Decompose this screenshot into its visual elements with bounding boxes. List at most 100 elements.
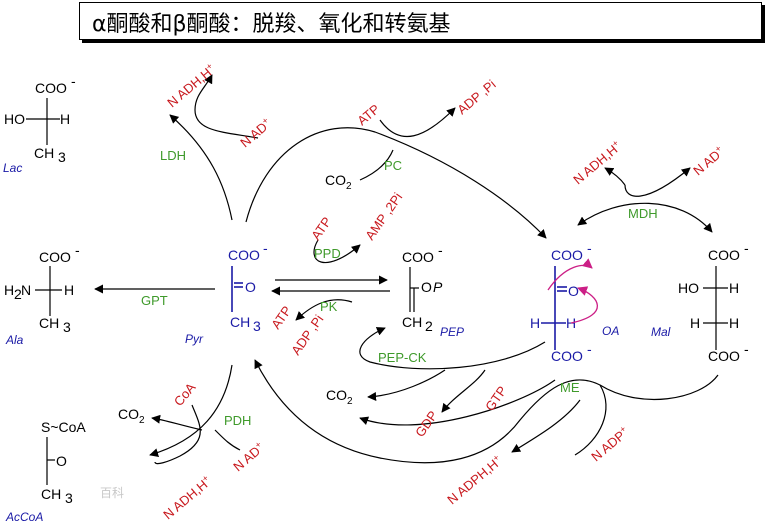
arrow-mdh-to-nadh bbox=[604, 167, 626, 186]
lac-sub: 3 bbox=[58, 149, 66, 165]
alanine-structure: COO - H 2 N H CH 3 Ala bbox=[4, 242, 80, 347]
page-title: α酮酸和β酮酸：脱羧、氧化和转氨基 bbox=[92, 12, 451, 37]
pyr-o: O bbox=[245, 279, 256, 295]
arrow-pepck-gdp bbox=[441, 369, 486, 413]
cofactor-pdh-nadh: N ADH,H+ bbox=[160, 473, 215, 523]
cofactor-pdh-nad: N AD+ bbox=[230, 439, 263, 474]
lac-h: H bbox=[60, 111, 70, 127]
acoa-o: O bbox=[56, 453, 67, 469]
co2-pepck: CO2 bbox=[326, 387, 353, 407]
svg-text:ATP: ATP bbox=[268, 303, 294, 332]
svg-text:ADP ,Pi: ADP ,Pi bbox=[288, 312, 326, 358]
mal-ho: HO bbox=[678, 280, 699, 296]
mal-h2: H bbox=[690, 315, 700, 331]
oa-pink-arrow-upper bbox=[547, 258, 593, 291]
mal-label: Mal bbox=[651, 325, 671, 339]
cofactor-ldh-nadh: N ADH,H+ bbox=[164, 61, 219, 111]
acoa-ch: CH bbox=[41, 486, 61, 502]
ala-charge: - bbox=[75, 242, 80, 258]
cofactor-mdh-nad: N AD+ bbox=[690, 143, 728, 178]
enzyme-pk: PK bbox=[320, 299, 338, 314]
pyruvate-structure: COO - O CH 3 Pyr bbox=[185, 240, 268, 346]
cofactor-pc-adp: ADP ,Pi bbox=[454, 77, 498, 118]
line-pc-co2 bbox=[359, 149, 394, 181]
lactate-structure: COO - HO H CH 3 Lac bbox=[3, 73, 76, 175]
cofactor-pk-atp: ATP bbox=[268, 303, 294, 332]
ala-sub: 3 bbox=[63, 319, 71, 335]
line-pdh-nad bbox=[214, 429, 241, 451]
svg-text:CoA: CoA bbox=[171, 380, 199, 409]
svg-text:N AD+: N AD+ bbox=[690, 143, 728, 178]
pep-ch: CH bbox=[402, 314, 422, 330]
line-pdh-coa bbox=[154, 404, 201, 465]
enzyme-pc: PC bbox=[384, 158, 402, 173]
enzyme-me: ME bbox=[560, 380, 580, 395]
ala-label: Ala bbox=[5, 333, 24, 347]
oa-coo-top: COO bbox=[551, 247, 583, 263]
pyr-label: Pyr bbox=[185, 332, 204, 346]
cofactor-mdh-nadh: N ADH,H+ bbox=[570, 138, 625, 188]
svg-text:N ADH,H+: N ADH,H+ bbox=[160, 473, 215, 523]
mal-h1: H bbox=[729, 280, 739, 296]
arrow-ppd-cofactors bbox=[313, 239, 361, 264]
enzyme-ppd: PPD bbox=[314, 246, 341, 261]
arrow-pyr-to-oa bbox=[245, 127, 547, 239]
arrow-me-nadph bbox=[511, 399, 581, 453]
cofactor-pepck-gdp: GDP bbox=[412, 408, 440, 440]
arrow-mal-to-pyr bbox=[254, 359, 719, 464]
mal-coo-top: COO bbox=[708, 247, 740, 263]
svg-text:ADP ,Pi: ADP ,Pi bbox=[454, 77, 498, 118]
pep-charge: - bbox=[438, 242, 443, 258]
arrow-pepck-co2 bbox=[367, 369, 446, 401]
pyr-coo: COO bbox=[228, 247, 260, 263]
oa-coo-bottom: COO bbox=[551, 348, 583, 364]
enzyme-mdh: MDH bbox=[628, 206, 658, 221]
oxaloacetate-structure: COO - O H H COO - OA bbox=[530, 240, 619, 364]
mal-h3: H bbox=[729, 315, 739, 331]
svg-text:N ADP+: N ADP+ bbox=[588, 424, 632, 465]
pep-label: PEP bbox=[440, 325, 464, 339]
line-me-nadp bbox=[574, 384, 607, 456]
pyr-ch: CH bbox=[230, 314, 250, 330]
mal-charge-bottom: - bbox=[744, 341, 749, 357]
lac-charge: - bbox=[71, 73, 76, 89]
lac-ho: HO bbox=[4, 111, 25, 127]
svg-text:GDP: GDP bbox=[412, 408, 440, 440]
arrow-pc-atp-adp bbox=[379, 107, 456, 137]
cofactor-pk-adp: ADP ,Pi bbox=[288, 312, 326, 358]
malate-structure: COO - HO H H H COO - Mal bbox=[651, 240, 749, 364]
arrow-oa-mal bbox=[577, 202, 713, 233]
arrow-pyr-to-lac bbox=[169, 114, 233, 221]
lac-label: Lac bbox=[3, 161, 22, 175]
pep-coo: COO bbox=[402, 249, 434, 265]
oa-o: O bbox=[568, 283, 579, 299]
enzyme-pdh: PDH bbox=[224, 413, 251, 428]
pep-p: P bbox=[433, 279, 443, 295]
svg-text:N ADH,H+: N ADH,H+ bbox=[570, 138, 625, 188]
acoa-sub: 3 bbox=[65, 490, 73, 506]
ala-nsub: 2 bbox=[14, 286, 22, 302]
pyr-charge: - bbox=[263, 240, 268, 256]
cofactor-pepck-gtp: GTP bbox=[482, 383, 510, 414]
co2-pc: CO2 bbox=[325, 172, 352, 192]
svg-text:ATP: ATP bbox=[308, 214, 334, 243]
pep-sub: 2 bbox=[425, 318, 433, 334]
enzyme-pepck: PEP-CK bbox=[378, 350, 427, 365]
oa-pink-arrow-lower bbox=[570, 286, 599, 324]
pyr-sub: 3 bbox=[253, 318, 261, 334]
svg-text:AMP ,2Pi: AMP ,2Pi bbox=[362, 190, 405, 243]
acetyl-coa-structure: S~CoA O CH 3 AcCoA bbox=[5, 419, 86, 524]
enzyme-ldh: LDH bbox=[160, 148, 186, 163]
watermark: 百科 bbox=[100, 486, 124, 500]
lac-ch: CH bbox=[34, 145, 54, 161]
cofactor-pc-atp: ATP bbox=[354, 101, 382, 128]
acoa-scoa: S~CoA bbox=[41, 419, 86, 435]
svg-text:N ADH,H+: N ADH,H+ bbox=[164, 61, 219, 111]
ala-ch: CH bbox=[39, 315, 59, 331]
cofactor-me-nadp: N ADP+ bbox=[588, 424, 632, 465]
cofactor-pdh-coa: CoA bbox=[171, 380, 199, 409]
enzyme-gpt: GPT bbox=[141, 293, 168, 308]
arrow-mdh-nadh-nad bbox=[624, 167, 691, 197]
cofactor-ldh-nad: N AD+ bbox=[237, 115, 270, 150]
